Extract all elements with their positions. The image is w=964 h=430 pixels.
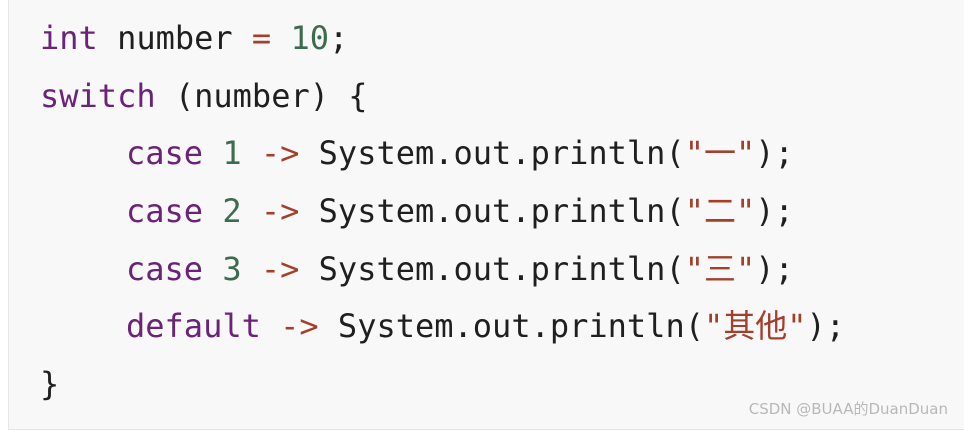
code-line-4: case 2 -> System.out.println("二"); xyxy=(40,183,845,241)
string-token: "三" xyxy=(684,249,756,288)
call-token: System.out.println( xyxy=(299,134,685,173)
operator-token: -> xyxy=(241,192,300,231)
call-token: System.out.println( xyxy=(299,192,685,231)
identifier-token: number xyxy=(97,19,252,57)
punctuation-token: ); xyxy=(755,134,794,173)
punctuation-token: ); xyxy=(806,307,846,346)
keyword-token: case xyxy=(126,192,204,231)
code-line-6: default -> System.out.println("其他"); xyxy=(40,298,845,356)
keyword-token: int xyxy=(40,19,98,57)
identifier-token: (number) { xyxy=(155,76,368,115)
code-line-5: case 3 -> System.out.println("三"); xyxy=(40,241,845,299)
number-token: 10 xyxy=(271,19,329,57)
string-token: "其他" xyxy=(703,307,807,346)
operator-token: -> xyxy=(241,249,300,288)
operator-token: -> xyxy=(241,134,300,173)
number-token: 3 xyxy=(203,249,242,288)
punctuation-token: } xyxy=(40,365,60,404)
watermark: CSDN @BUAA的DuanDuan xyxy=(748,400,948,418)
code-line-7: } xyxy=(40,356,845,414)
operator-token: = xyxy=(251,19,272,57)
keyword-token: case xyxy=(126,249,204,288)
call-token: System.out.println( xyxy=(318,307,704,346)
punctuation-token: ); xyxy=(755,192,794,231)
call-token: System.out.println( xyxy=(299,249,685,288)
code-line-2: switch (number) { xyxy=(40,68,845,126)
code-listing: int number = 10;switch (number) {case 1 … xyxy=(40,10,845,414)
code-line-3: case 1 -> System.out.println("一"); xyxy=(40,125,845,183)
number-token: 2 xyxy=(203,192,242,231)
code-line-1: int number = 10; xyxy=(40,10,845,68)
punctuation-token: ); xyxy=(755,249,794,288)
operator-token: -> xyxy=(260,307,319,346)
punctuation-token: ; xyxy=(328,19,349,57)
keyword-token: default xyxy=(126,307,261,346)
number-token: 1 xyxy=(203,134,242,173)
code-block: int number = 10;switch (number) {case 1 … xyxy=(8,0,964,430)
keyword-token: case xyxy=(126,134,204,173)
string-token: "一" xyxy=(684,134,756,173)
keyword-token: switch xyxy=(40,76,156,115)
string-token: "二" xyxy=(684,192,756,231)
